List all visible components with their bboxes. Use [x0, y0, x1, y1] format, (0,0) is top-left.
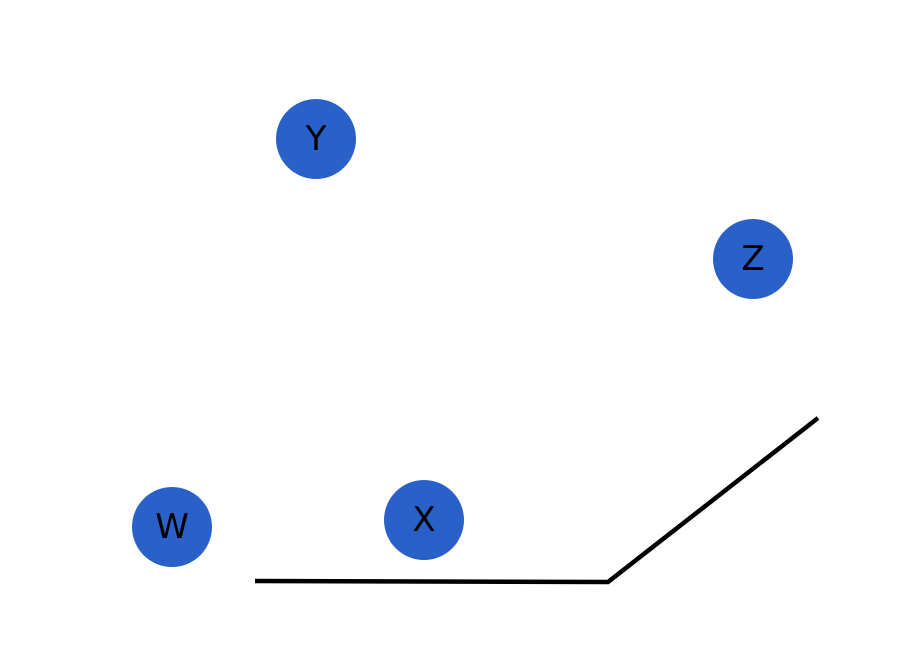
node-w-circle [132, 487, 212, 567]
node-x[interactable]: X [384, 480, 464, 560]
node-w[interactable]: W [132, 487, 212, 567]
node-x-label: X [412, 500, 435, 540]
node-w-label: W [155, 507, 189, 547]
node-x-circle [384, 480, 464, 560]
node-z[interactable]: Z [713, 219, 793, 299]
node-y-label: Y [305, 119, 327, 159]
node-z-circle [713, 219, 793, 299]
node-y-circle [276, 99, 356, 179]
open-path-line [254, 416, 820, 585]
node-z-label: Z [741, 239, 764, 279]
node-y[interactable]: Y [276, 99, 356, 179]
